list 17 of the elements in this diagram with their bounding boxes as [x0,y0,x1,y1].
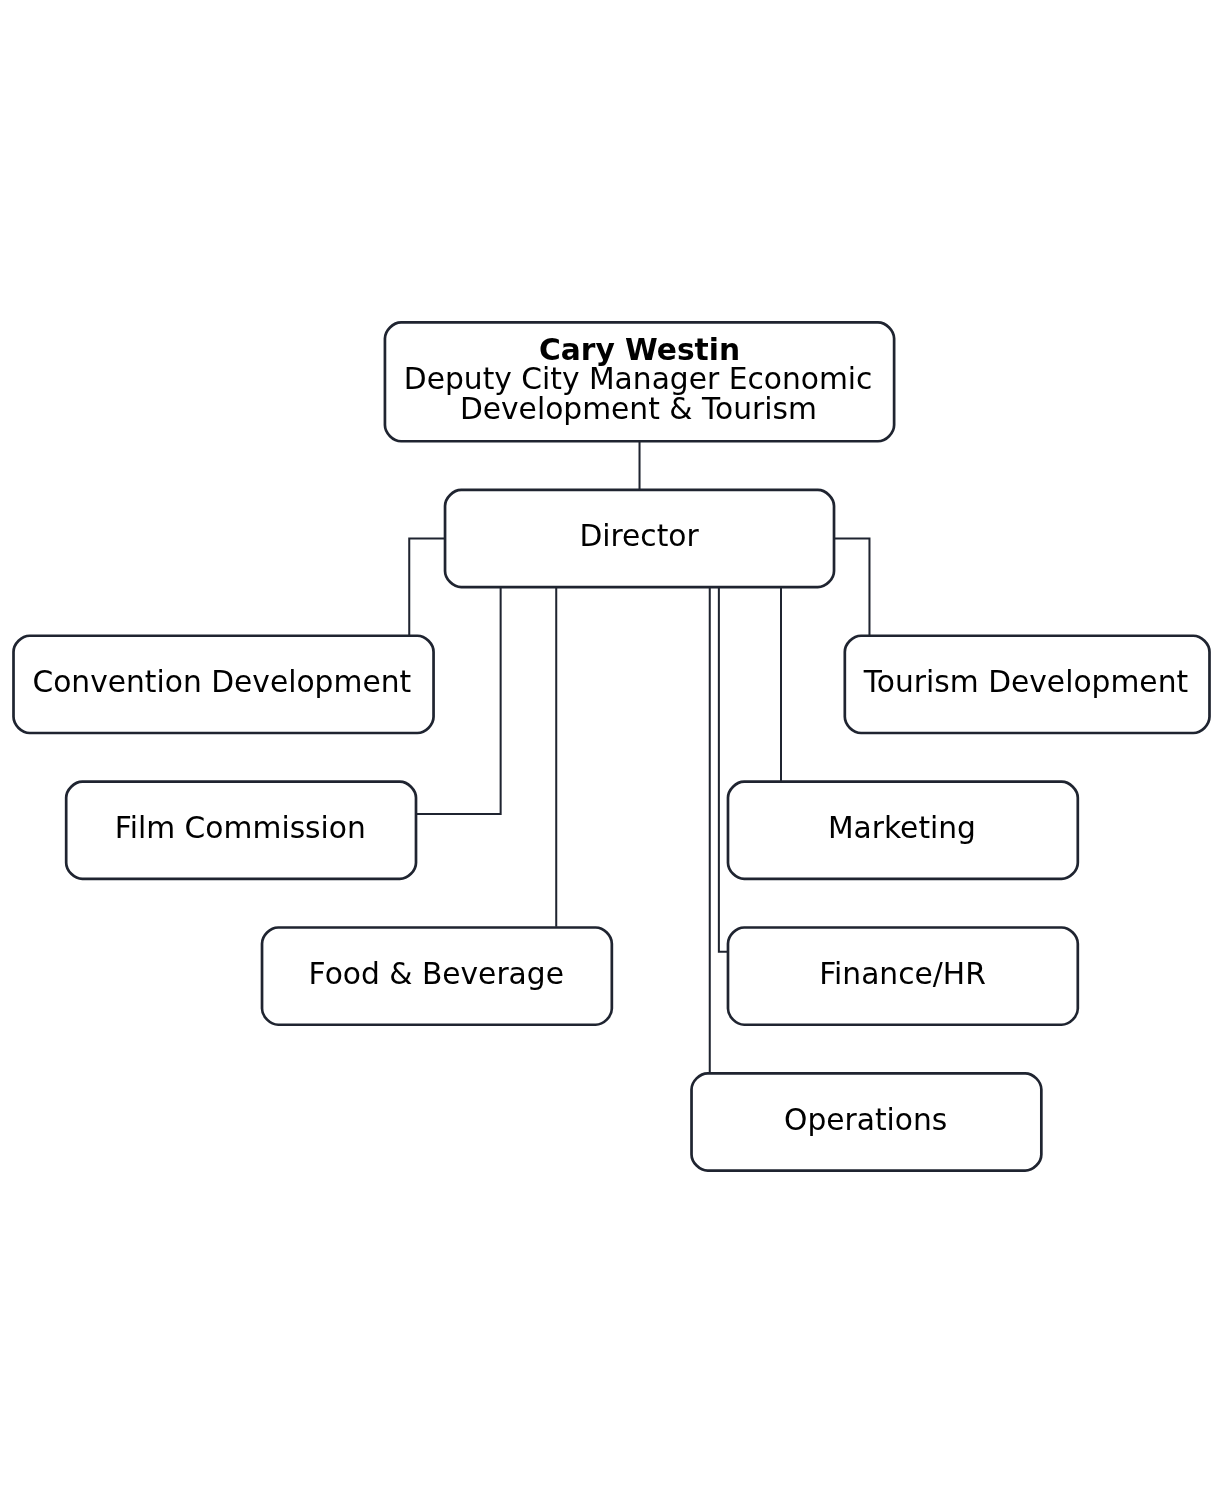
node-box: Tourism Development [843,634,1211,735]
node-box: Convention Development [12,634,435,735]
node-box: Cary Westin Deputy City Manager Economic Development & Tourism [383,321,896,443]
connector [708,587,711,1073]
connector [638,441,641,490]
connector [555,587,558,927]
connector [717,587,728,953]
node-box: Finance/HR [726,926,1080,1027]
node-box: Director [443,488,836,589]
node-box: Food & Beverage [260,926,614,1027]
connector [416,587,502,816]
node-box: Film Commission [64,780,418,881]
node-box: Marketing [726,780,1080,881]
connector [834,537,871,636]
connector [780,587,782,782]
connector [408,537,445,636]
node-box: Operations [690,1072,1043,1172]
